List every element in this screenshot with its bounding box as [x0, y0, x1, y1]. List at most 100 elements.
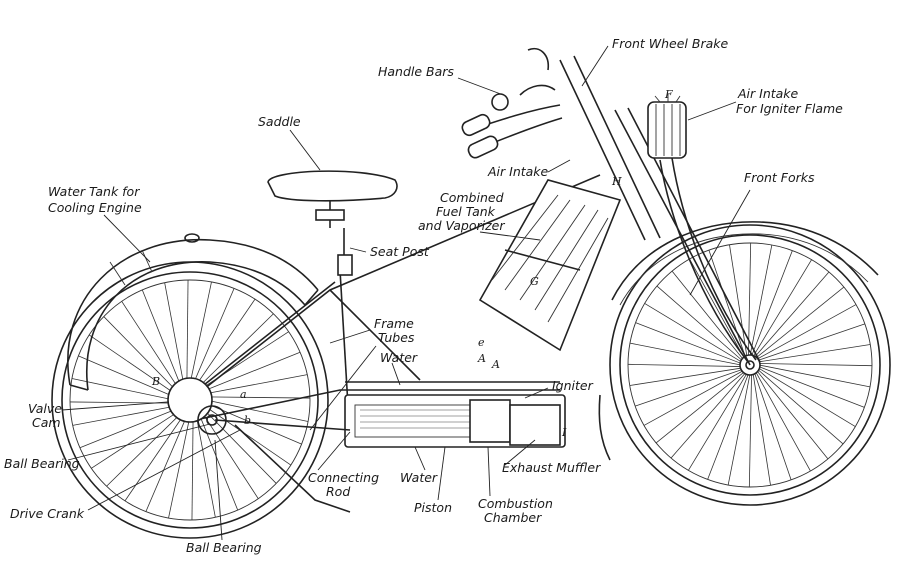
wheel-spoke	[205, 396, 310, 399]
letter-f: F	[664, 88, 673, 101]
engine-cylinder	[344, 381, 566, 448]
wheel-spoke	[205, 399, 309, 422]
wheel-spoke	[121, 301, 180, 389]
wheel-spoke	[103, 316, 177, 392]
label-igniter: Igniter	[552, 378, 594, 393]
wheel-spoke	[749, 244, 773, 357]
label-air-intake-igniter-2: For Igniter Flame	[736, 101, 843, 116]
wheel-spoke	[727, 373, 751, 486]
wheel-spoke	[655, 371, 745, 444]
label-piston: Piston	[414, 500, 452, 515]
wheel-spoke	[78, 355, 175, 398]
label-water-tank-2: Cooling Engine	[48, 200, 142, 215]
wheel-spoke	[198, 313, 274, 387]
letter-a-2: A	[491, 358, 500, 371]
label-frame-tubes-2: Tubes	[378, 330, 415, 345]
labels: Front Wheel Brake Handle Bars Air Intake…	[4, 36, 843, 555]
wheel-spoke	[708, 250, 746, 358]
letter-a-1: A	[477, 352, 486, 365]
letter-h: H	[611, 175, 622, 188]
wheel-spoke	[627, 363, 742, 367]
stand	[234, 424, 351, 513]
wheel-spoke	[72, 405, 176, 426]
wheel-spoke	[141, 289, 182, 387]
label-fuel-tank-3: and Vaporizer	[418, 218, 505, 233]
connecting-rod	[214, 419, 351, 431]
label-water-tank-1: Water Tank for	[48, 184, 140, 199]
letter-a-lower: a	[240, 388, 247, 401]
wheel-spoke	[198, 413, 239, 511]
wheel-spoke	[635, 322, 742, 364]
wheel-spoke	[186, 280, 189, 385]
wheel-spoke	[707, 373, 749, 480]
leader-lines	[61, 45, 751, 541]
wheel-spoke	[124, 414, 185, 502]
label-valve-cam-2: Cam	[32, 415, 61, 430]
letter-b-lower: b	[244, 414, 251, 427]
igniter-lamp	[647, 94, 687, 159]
label-water-lower: Water	[400, 470, 438, 485]
wheel-spoke	[670, 372, 746, 459]
label-valve-cam-1: Valve	[28, 401, 62, 416]
label-connecting-rod-1: Connecting	[308, 470, 379, 485]
wheel-spoke	[145, 415, 188, 512]
wheel-spoke	[689, 258, 745, 359]
label-fuel-tank-1: Combined	[440, 190, 504, 205]
label-air-intake-igniter-1: Air Intake	[737, 86, 799, 101]
reference-letters: F H G B A A a b e I	[151, 88, 673, 439]
wheel-spoke	[189, 281, 212, 385]
label-saddle: Saddle	[258, 114, 301, 129]
wheel-spoke	[79, 408, 177, 449]
wheel-spoke	[752, 259, 812, 357]
wheel-spoke	[203, 408, 277, 484]
wheel-spoke	[757, 369, 844, 445]
wheel-spoke	[644, 303, 742, 363]
wheel-spoke	[671, 270, 744, 360]
label-combustion-2: Chamber	[484, 510, 542, 525]
wheel-spoke	[752, 373, 771, 486]
wheel-spoke	[748, 242, 752, 357]
wheel-spoke	[204, 405, 292, 466]
wheel-spoke	[729, 244, 748, 357]
wheel-spoke	[629, 342, 742, 366]
wheel-spoke	[88, 334, 176, 395]
wheel-spoke	[751, 250, 793, 357]
wheel-spoke	[192, 288, 235, 385]
wheel-spoke	[688, 373, 748, 471]
wheel-spoke	[164, 282, 185, 386]
letter-b-upper: B	[151, 375, 160, 388]
label-exhaust-muffler: Exhaust Muffler	[502, 460, 601, 475]
wheel-spoke	[755, 286, 845, 359]
wheel-spoke	[191, 415, 194, 520]
letter-e: e	[478, 336, 485, 349]
wheel-spoke	[755, 371, 811, 472]
wheel-spoke	[758, 367, 856, 427]
fuel-tank-vaporizer	[478, 179, 622, 352]
label-drive-crank: Drive Crank	[10, 506, 85, 521]
handle-bars	[461, 48, 661, 241]
wheel-spoke	[629, 367, 742, 386]
wheel-spoke	[643, 370, 744, 426]
label-fuel-tank-2: Fuel Tank	[436, 204, 496, 219]
front-mudguard	[611, 221, 879, 301]
label-air-intake: Air Intake	[487, 164, 549, 179]
wheel-spoke	[71, 378, 175, 401]
wheel-spoke	[758, 363, 873, 367]
label-combustion-1: Combustion	[478, 496, 553, 511]
wheel-spoke	[757, 323, 865, 361]
wheel-spoke	[756, 304, 857, 360]
front-wheel	[609, 224, 891, 506]
wheel-spoke	[106, 413, 182, 487]
wheel-spoke	[203, 351, 301, 392]
label-ball-bearing-left: Ball Bearing	[4, 456, 80, 471]
front-forks	[614, 107, 761, 366]
letter-g: G	[530, 275, 539, 288]
wheel-spoke	[200, 411, 259, 499]
wheel-spoke	[635, 369, 743, 407]
letter-i: I	[561, 426, 567, 439]
wheel-spoke	[748, 373, 752, 488]
label-water-upper: Water	[380, 350, 418, 365]
wheel-spoke	[656, 285, 743, 361]
wheel-spoke	[168, 415, 191, 519]
